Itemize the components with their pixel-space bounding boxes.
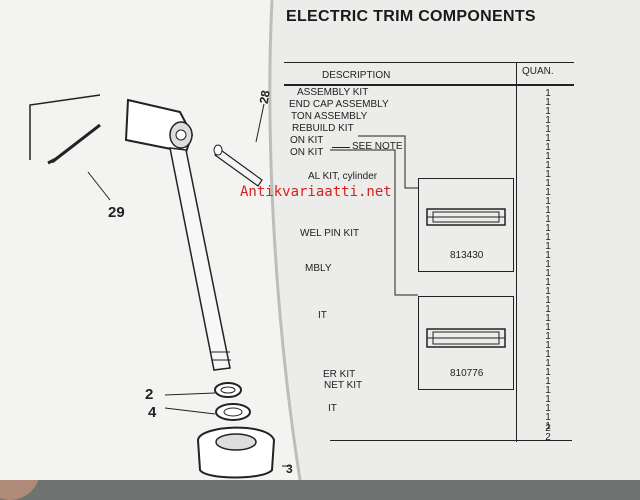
list-item: IT [328,403,337,414]
list-item: TON ASSEMBLY [291,111,368,122]
quantity-cell: 2 [545,432,551,443]
list-item: END CAP ASSEMBLY [289,99,389,110]
quantity-cell: 1 [545,160,551,171]
quantity-cell: 1 [545,106,551,117]
see-note-label: SEE NOTE [352,141,403,152]
quantity-cell: 1 [545,151,551,162]
quantity-cell: 1 [545,223,551,234]
quantity-cell: 1 [545,214,551,225]
quantity-cell: 1 [545,196,551,207]
page-title: ELECTRIC TRIM COMPONENTS [286,8,536,25]
quantity-cell: 1 [545,403,551,414]
list-item: MBLY [305,263,332,274]
quantity-cell: 1 [545,142,551,153]
quantity-cell: 1 [545,268,551,279]
description-header: DESCRIPTION [322,70,391,81]
quantity-cell: 1 [545,385,551,396]
list-item: WEL PIN KIT [300,228,360,239]
quantity-cell: 1 [545,340,551,351]
callout-29: 29 [108,204,125,221]
quantity-cell: 1 [545,97,551,108]
quantity-cell: 1 [545,322,551,333]
part-number: 813430 [450,250,484,261]
list-item: AL KIT, cylinder [308,171,378,182]
list-item: ASSEMBLY KIT [297,87,369,98]
callout-3: 3 [286,462,293,476]
quantity-cell: 1 [545,367,551,378]
quantity-cell: 1 [545,394,551,405]
list-item: ON KIT [290,147,324,158]
quantity-cell: 1 [545,286,551,297]
quantity-cell: 1 [545,178,551,189]
seal-icon [426,328,506,348]
list-item: ER KIT [323,369,356,380]
list-item: REBUILD KIT [292,123,354,134]
quantity-cell: 1 [545,241,551,252]
quantity-cell: 1 [545,250,551,261]
part-box-1 [418,178,514,272]
seal-icon [426,208,506,226]
quantity-cell: 1 [545,259,551,270]
list-item: NET KIT [324,380,363,391]
quantity-cell: 1 [545,295,551,306]
quantity-cell: 1 [545,358,551,369]
watermark: Antikvariaatti.net [240,184,392,200]
quantity-cell: 1 [545,331,551,342]
quantity-cell: 1 [545,88,551,99]
quantity-cell: 1 [545,421,551,432]
quantity-column-rule [516,62,517,442]
quantity-cell: 1 [545,205,551,216]
quantity-cell: 1 [545,115,551,126]
quantity-header: QUAN. [522,66,554,77]
callout-2: 2 [145,386,154,403]
table-bottom-rule [330,440,572,441]
quantity-cell: 1 [545,133,551,144]
table-top-rule [284,62,574,63]
quantity-cell: 1 [545,232,551,243]
quantity-cell: 1 [545,412,551,423]
note-leader [332,147,350,148]
quantity-cell: 1 [545,349,551,360]
table-header-rule [284,84,574,86]
quantity-cell: 1 [545,304,551,315]
quantity-cell: 1 [545,313,551,324]
quantity-cell: 1 [545,187,551,198]
quantity-cell: 1 [545,376,551,387]
quantity-cell: 1 [545,124,551,135]
list-item: ON KIT [290,135,324,146]
list-item: IT [318,310,327,321]
callout-4: 4 [148,404,157,421]
quantity-cell: 1 [545,169,551,180]
callout-28: 28 [256,89,273,105]
quantity-cell: 2 [545,423,551,434]
quantity-cell: 1 [545,277,551,288]
leader-lines [330,135,418,296]
part-box-2 [418,296,514,390]
part-number: 810776 [450,368,484,379]
